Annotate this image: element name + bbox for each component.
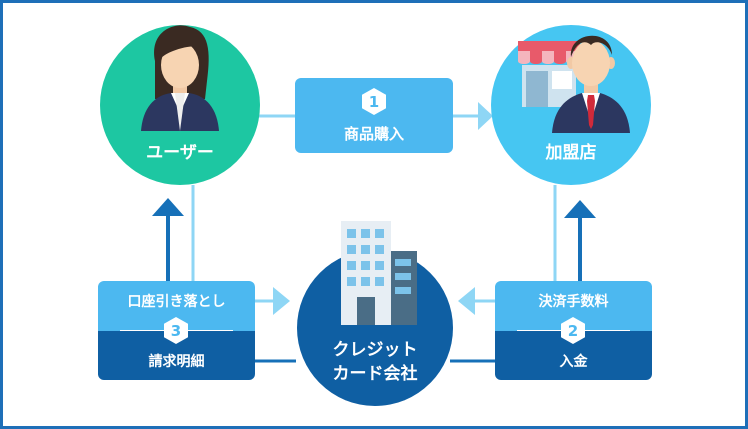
- merchant-label: 加盟店: [545, 143, 597, 163]
- billing-step-top-label: 口座引き落とし: [127, 294, 226, 310]
- arrowhead-to-user: [152, 198, 184, 216]
- purchase-step-badge: 1: [362, 88, 386, 115]
- fee-step-box: 決済手数料 2 入金: [495, 281, 652, 380]
- billing-step-number: 3: [170, 321, 182, 340]
- purchase-step-box: 1 商品購入: [295, 78, 453, 153]
- fee-step-badge: 2: [561, 317, 585, 344]
- card-company-label-line2: カード会社: [332, 364, 418, 384]
- store-awning-icon: [518, 41, 580, 107]
- billing-step-bottom-label: 請求明細: [148, 354, 205, 370]
- building-icon: [341, 221, 417, 325]
- card-company-label-line1: クレジット: [332, 340, 418, 360]
- user-avatar-icon: [141, 25, 219, 131]
- arrowhead-to-merchant: [478, 102, 493, 130]
- billing-step-badge: 3: [164, 317, 188, 344]
- user-label: ユーザー: [146, 143, 214, 163]
- billing-step-box: 口座引き落とし 3 請求明細: [98, 281, 255, 380]
- purchase-step-label: 商品購入: [343, 125, 404, 143]
- arrowhead-to-merchant-deposit: [564, 200, 596, 218]
- merchant-avatar-icon: [552, 35, 630, 133]
- connector-layer: [152, 102, 596, 363]
- arrowhead-to-card-from-billing: [273, 287, 290, 315]
- arrowhead-to-card-from-fee: [458, 287, 475, 315]
- fee-step-number: 2: [567, 321, 579, 340]
- fee-step-top-label: 決済手数料: [538, 294, 609, 310]
- purchase-step-number: 1: [368, 92, 380, 111]
- fee-step-bottom-label: 入金: [559, 354, 588, 370]
